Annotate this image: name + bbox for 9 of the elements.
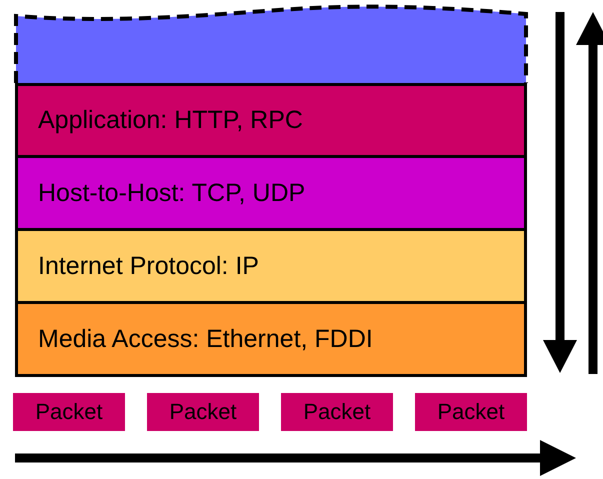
packet-block: Packet [13,393,125,431]
packet-block: Packet [147,393,259,431]
protocol-layer: Internet Protocol: IP [15,228,527,304]
stack-top-band [13,5,529,85]
protocol-layer: Media Access: Ethernet, FDDI [15,301,527,377]
protocol-layer: Host-to-Host: TCP, UDP [15,155,527,231]
packet-block: Packet [415,393,527,431]
packet-block: Packet [281,393,393,431]
protocol-layer: Application: HTTP, RPC [15,83,527,158]
